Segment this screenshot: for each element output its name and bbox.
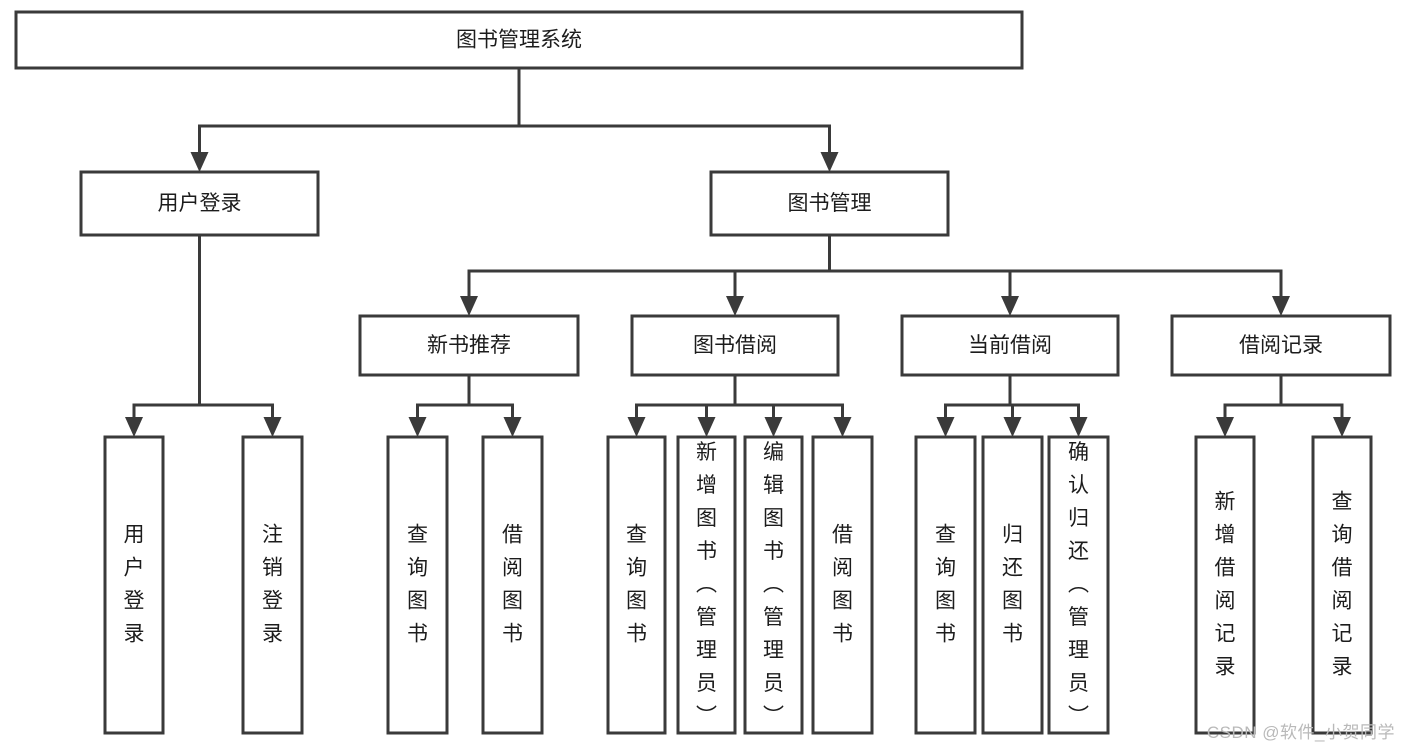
node-box-leaf-borrow-book-new xyxy=(481,435,544,735)
node-box-leaf-confirm-return-admin xyxy=(1047,435,1110,735)
node-user-login[interactable]: 用户登录 xyxy=(79,170,320,237)
node-label-leaf-logout-login: 注销登录 xyxy=(262,523,283,645)
node-leaf-confirm-return-admin[interactable]: 确认归还︵管理员︶ xyxy=(1047,435,1110,735)
node-label-leaf-query-book-new: 查询图书 xyxy=(407,523,428,645)
node-label-leaf-return-book: 归还图书 xyxy=(1002,523,1023,645)
link-current-borrow-to-leaf-confirm-return-admin-arrow xyxy=(1069,417,1088,437)
node-box-leaf-return-book xyxy=(981,435,1044,735)
link-user-login-to-leaf-user-login-arrow xyxy=(125,417,143,437)
node-box-leaf-query-book-new xyxy=(386,435,449,735)
node-box-user-login xyxy=(79,170,320,237)
node-box-root xyxy=(14,10,1024,70)
node-root[interactable]: 图书管理系统 xyxy=(14,10,1024,70)
link-root-to-user-login-arrow xyxy=(190,152,209,172)
link-book-borrow-to-leaf-edit-book-admin-arrow xyxy=(764,417,783,437)
node-leaf-add-book-admin[interactable]: 新增图书︵管理员︶ xyxy=(676,435,737,735)
node-box-leaf-add-borrow-record xyxy=(1194,435,1256,735)
link-book-manage-to-borrow-record-arrow xyxy=(1272,296,1290,316)
node-box-leaf-edit-book-admin xyxy=(743,435,804,735)
node-box-borrow-record xyxy=(1170,314,1392,377)
node-label-leaf-borrow-book-new: 借阅图书 xyxy=(502,523,523,645)
link-root-to-book-manage-arrow xyxy=(820,152,839,172)
node-leaf-query-book-borrow[interactable]: 查询图书 xyxy=(606,435,667,735)
node-current-borrow[interactable]: 当前借阅 xyxy=(900,314,1120,377)
node-label-leaf-edit-book-admin: 编辑图书︵管理员︶ xyxy=(763,441,784,728)
node-label-root: 图书管理系统 xyxy=(456,29,582,52)
node-new-book-recommend[interactable]: 新书推荐 xyxy=(358,314,580,377)
node-label-user-login: 用户登录 xyxy=(158,192,242,215)
node-label-current-borrow: 当前借阅 xyxy=(968,334,1052,357)
node-leaf-logout-login[interactable]: 注销登录 xyxy=(241,435,304,735)
node-box-leaf-query-book-current xyxy=(914,435,977,735)
node-label-leaf-borrow-book: 借阅图书 xyxy=(832,523,853,645)
node-box-book-borrow xyxy=(630,314,840,377)
node-label-leaf-add-book-admin: 新增图书︵管理员︶ xyxy=(696,441,717,728)
link-book-manage-to-new-book-recommend-arrow xyxy=(460,296,478,316)
node-label-leaf-query-book-borrow: 查询图书 xyxy=(626,523,647,645)
link-book-borrow-to-leaf-query-book-borrow-arrow xyxy=(627,417,646,437)
node-label-leaf-user-login: 用户登录 xyxy=(124,523,145,645)
connector-lines xyxy=(125,66,1351,437)
node-book-manage[interactable]: 图书管理 xyxy=(709,170,950,237)
link-borrow-record-to-leaf-add-borrow-record-arrow xyxy=(1216,417,1234,437)
node-box-leaf-borrow-book xyxy=(811,435,874,735)
link-user-login-to-leaf-logout-login-arrow xyxy=(263,417,282,437)
link-new-book-recommend-to-leaf-query-book-new-arrow xyxy=(408,417,427,437)
node-box-leaf-query-borrow-record xyxy=(1311,435,1373,735)
node-leaf-borrow-book-new[interactable]: 借阅图书 xyxy=(481,435,544,735)
link-new-book-recommend-to-leaf-borrow-book-new-arrow xyxy=(503,417,522,437)
node-box-current-borrow xyxy=(900,314,1120,377)
node-boxes: 图书管理系统用户登录图书管理新书推荐图书借阅当前借阅借阅记录用户登录注销登录查询… xyxy=(14,10,1392,735)
node-label-borrow-record: 借阅记录 xyxy=(1239,334,1323,357)
link-book-borrow-to-leaf-add-book-admin-arrow xyxy=(697,417,716,437)
link-book-manage-to-book-borrow-arrow xyxy=(726,296,744,316)
node-label-leaf-query-book-current: 查询图书 xyxy=(935,523,956,645)
node-label-leaf-confirm-return-admin: 确认归还︵管理员︶ xyxy=(1068,441,1089,728)
node-label-book-manage: 图书管理 xyxy=(788,192,872,215)
node-box-leaf-add-book-admin xyxy=(676,435,737,735)
node-box-leaf-user-login xyxy=(103,435,165,735)
node-leaf-user-login[interactable]: 用户登录 xyxy=(103,435,165,735)
node-box-new-book-recommend xyxy=(358,314,580,377)
node-label-leaf-add-borrow-record: 新增借阅记录 xyxy=(1215,490,1236,678)
link-borrow-record-to-leaf-query-borrow-record-arrow xyxy=(1333,417,1351,437)
link-book-manage-to-current-borrow-arrow xyxy=(1001,296,1019,316)
link-book-borrow-to-leaf-borrow-book-arrow xyxy=(833,417,852,437)
node-box-book-manage xyxy=(709,170,950,237)
node-leaf-query-borrow-record[interactable]: 查询借阅记录 xyxy=(1311,435,1373,735)
node-box-leaf-query-book-borrow xyxy=(606,435,667,735)
node-label-new-book-recommend: 新书推荐 xyxy=(427,334,511,357)
node-box-leaf-logout-login xyxy=(241,435,304,735)
node-label-leaf-query-borrow-record: 查询借阅记录 xyxy=(1332,490,1353,678)
node-book-borrow[interactable]: 图书借阅 xyxy=(630,314,840,377)
node-leaf-edit-book-admin[interactable]: 编辑图书︵管理员︶ xyxy=(743,435,804,735)
node-leaf-borrow-book[interactable]: 借阅图书 xyxy=(811,435,874,735)
node-leaf-query-book-new[interactable]: 查询图书 xyxy=(386,435,449,735)
node-leaf-add-borrow-record[interactable]: 新增借阅记录 xyxy=(1194,435,1256,735)
link-current-borrow-to-leaf-return-book-arrow xyxy=(1003,417,1022,437)
node-label-book-borrow: 图书借阅 xyxy=(693,334,777,357)
link-current-borrow-to-leaf-query-book-current-arrow xyxy=(936,417,955,437)
node-leaf-query-book-current[interactable]: 查询图书 xyxy=(914,435,977,735)
node-borrow-record[interactable]: 借阅记录 xyxy=(1170,314,1392,377)
node-leaf-return-book[interactable]: 归还图书 xyxy=(981,435,1044,735)
